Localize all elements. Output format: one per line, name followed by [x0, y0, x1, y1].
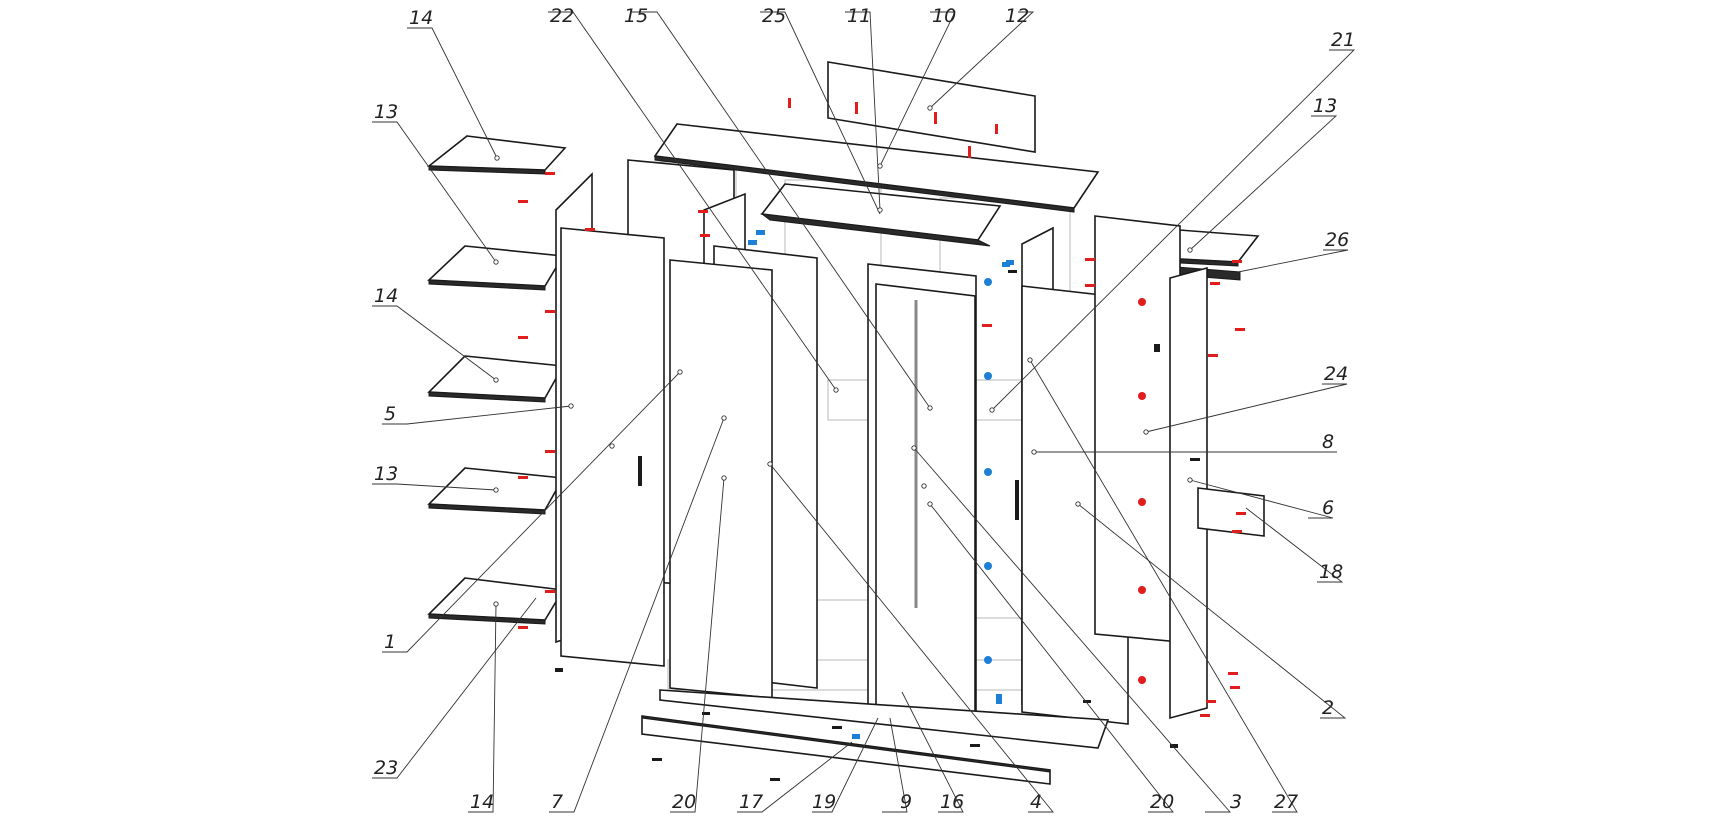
- black-fittings: [555, 270, 1200, 781]
- label-10: 10: [932, 5, 956, 27]
- shelf-1: [426, 135, 567, 171]
- label-22: 22: [550, 5, 574, 27]
- center-right-door: [875, 283, 976, 723]
- label-11: 11: [847, 5, 871, 27]
- label-5: 5: [384, 403, 396, 425]
- label-16: 16: [940, 791, 964, 813]
- leader-lines: [372, 11, 1356, 813]
- left-shelves: [426, 135, 567, 625]
- label-14: 14: [374, 285, 398, 307]
- label-18: 18: [1319, 561, 1343, 583]
- main-panels: [555, 159, 1265, 725]
- label-14: 14: [409, 7, 433, 29]
- label-26: 26: [1325, 229, 1349, 251]
- label-15: 15: [624, 5, 648, 27]
- bottom-panel: [659, 689, 1110, 749]
- right-side-panel: [1169, 266, 1208, 720]
- label-24: 24: [1324, 363, 1348, 385]
- label-21: 21: [1331, 29, 1355, 51]
- small-side-panel: [1197, 487, 1265, 537]
- label-8: 8: [1322, 431, 1334, 453]
- label-6: 6: [1322, 497, 1334, 519]
- label-25: 25: [762, 5, 786, 27]
- label-20: 20: [1150, 791, 1174, 813]
- leader-dots: [493, 105, 1193, 607]
- label-13: 13: [374, 463, 398, 485]
- label-3: 3: [1230, 791, 1242, 813]
- label-12: 12: [1005, 5, 1029, 27]
- label-7: 7: [551, 791, 563, 813]
- label-1: 1: [384, 631, 396, 653]
- blue-fittings: [748, 230, 1014, 739]
- label-4: 4: [1030, 791, 1042, 813]
- right-back-panel: [1094, 215, 1181, 643]
- label-27: 27: [1274, 791, 1298, 813]
- red-fittings: [518, 98, 1246, 717]
- bottom-plinth: [641, 689, 1110, 785]
- part-number-labels: 14 13 14 5 13 1 23 14 7 20 17 19 9 16 4 …: [374, 5, 1355, 813]
- label-9: 9: [900, 791, 912, 813]
- shelf-2: [427, 245, 565, 287]
- label-13: 13: [1313, 95, 1337, 117]
- label-23: 23: [374, 757, 398, 779]
- center-left-panel: [669, 259, 773, 699]
- label-14: 14: [470, 791, 494, 813]
- label-20: 20: [672, 791, 696, 813]
- label-13: 13: [374, 101, 398, 123]
- label-19: 19: [812, 791, 836, 813]
- label-2: 2: [1322, 697, 1334, 719]
- label-17: 17: [739, 791, 763, 813]
- shelf-3: [427, 355, 565, 399]
